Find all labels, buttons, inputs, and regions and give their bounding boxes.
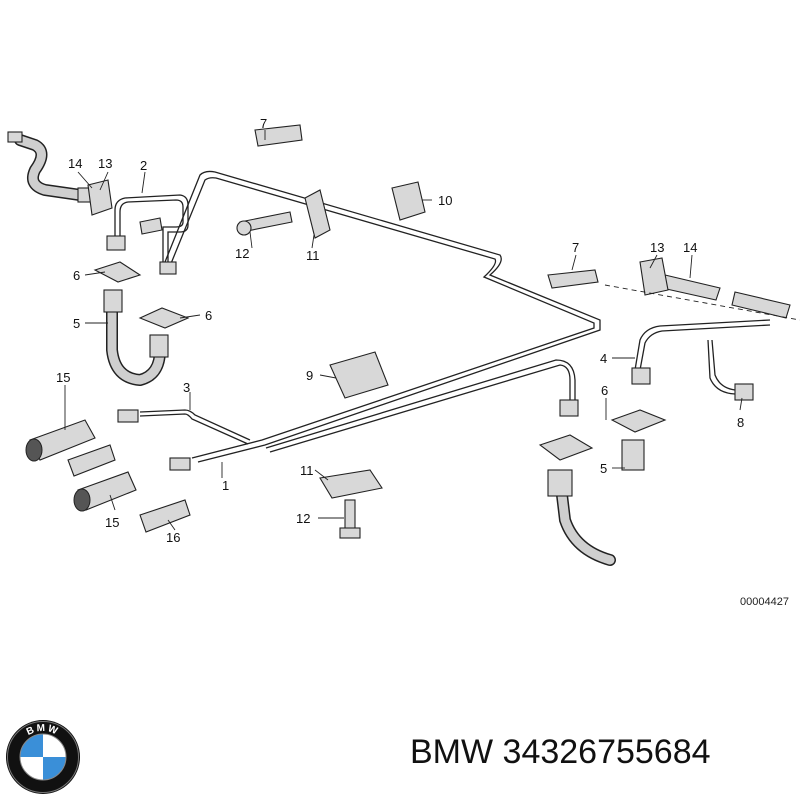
svg-text:BMW: BMW — [25, 723, 61, 738]
callout-5-left: 5 — [73, 316, 80, 331]
fitting-nut — [734, 383, 754, 401]
hose-fitting — [103, 289, 123, 313]
holder — [329, 351, 389, 399]
callout-6-left-bottom: 6 — [205, 308, 212, 323]
callout-7-right: 7 — [572, 240, 579, 255]
hose-fitting — [149, 334, 169, 358]
bleed-screw — [547, 269, 599, 289]
distributor-end — [73, 488, 91, 512]
clip — [538, 434, 594, 461]
logo-blue-quadrant — [43, 757, 66, 780]
logo-blue-quadrant — [20, 734, 43, 757]
callout-14-left: 14 — [68, 156, 82, 171]
bolt-head — [339, 527, 361, 539]
callout-5-right: 5 — [600, 461, 607, 476]
callout-4: 4 — [600, 351, 607, 366]
callout-9: 9 — [306, 368, 313, 383]
fitting-nut — [631, 367, 651, 385]
hose-fitting — [621, 439, 645, 471]
hose-fitting — [547, 469, 573, 497]
clip — [138, 307, 190, 329]
screw — [139, 217, 163, 235]
distributor-end — [25, 438, 43, 462]
callout-13-right: 13 — [650, 240, 664, 255]
callout-1: 1 — [222, 478, 229, 493]
callout-14-right: 14 — [683, 240, 697, 255]
fitting-nut — [169, 457, 191, 471]
hose-end-fitting — [7, 131, 23, 143]
right-line-assembly — [538, 257, 800, 566]
hose-fitting — [731, 291, 791, 319]
fitting-nut — [106, 235, 126, 251]
callout-12-top: 12 — [235, 246, 249, 261]
clip — [93, 261, 142, 283]
connector — [67, 444, 116, 477]
callout-15-top: 15 — [56, 370, 70, 385]
distributor-pieces — [25, 409, 191, 533]
leader-lines — [64, 130, 743, 531]
logo-text: BMW — [25, 723, 59, 738]
callout-13-left: 13 — [98, 156, 112, 171]
callout-11-bottom: 11 — [300, 463, 314, 478]
fitting-nut — [117, 409, 139, 423]
callout-2: 2 — [140, 158, 147, 173]
fitting-nut — [159, 261, 177, 275]
center-clamps — [236, 124, 426, 539]
bolt — [344, 499, 356, 531]
clip — [610, 409, 667, 433]
callout-12-bottom: 12 — [296, 511, 310, 526]
hose-fitting — [661, 274, 721, 301]
rear-left-line-assembly — [7, 131, 189, 275]
callout-15-bottom: 15 — [105, 515, 119, 530]
callout-6-right: 6 — [601, 383, 608, 398]
callout-16: 16 — [166, 530, 180, 545]
callout-11-top: 11 — [306, 248, 320, 263]
callout-8: 8 — [737, 415, 744, 430]
clamp — [304, 189, 331, 239]
callout-10: 10 — [438, 193, 452, 208]
callout-7-top: 7 — [260, 116, 267, 131]
bracket — [87, 179, 113, 216]
left-front-hose-assembly — [93, 261, 190, 387]
holder — [391, 181, 426, 221]
callout-6-left-top: 6 — [73, 268, 80, 283]
bleed-screw — [254, 124, 303, 147]
callout-labels: 1 2 3 4 5 5 6 6 6 7 7 8 9 10 11 11 12 12… — [56, 116, 789, 608]
bmw-logo: BMW — [4, 718, 82, 796]
fitting-nut — [559, 399, 579, 417]
bracket — [639, 257, 669, 296]
part-number-label: BMW 34326755684 — [410, 733, 711, 771]
clip — [319, 469, 383, 499]
callout-3: 3 — [183, 380, 190, 395]
reference-code: 00004427 — [740, 596, 789, 608]
connector — [139, 499, 191, 533]
main-brake-pipes — [139, 170, 601, 463]
bolt-head — [236, 220, 252, 236]
